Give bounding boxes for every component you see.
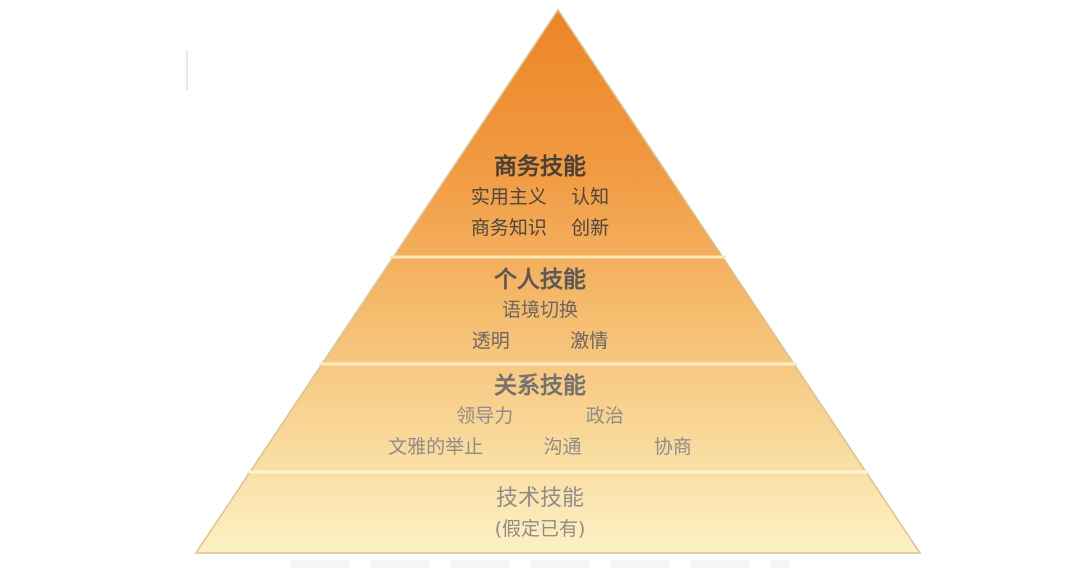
tier-item-line: 透明 激情	[471, 330, 609, 352]
edge-mark	[186, 50, 188, 90]
pyramid-body	[194, 8, 922, 554]
tier-technical-skills: 技术技能 (假定已有)	[0, 484, 1080, 545]
tier-relationship-skills: 关系技能 领导力 政治 文雅的举止 沟通 协商	[0, 371, 1080, 463]
tier-item-line: 实用主义 认知	[470, 186, 610, 208]
tier-title: 技术技能	[495, 486, 584, 511]
tier-item-line: 领导力 政治	[456, 405, 624, 427]
tier-title: 关系技能	[494, 373, 586, 399]
tier-personal-skills: 个人技能 语境切换 透明 激情	[0, 265, 1080, 357]
tier-note: (假定已有)	[494, 518, 586, 540]
tier-item-line: 语境切换	[501, 299, 578, 321]
tier-item-line: 商务知识 创新	[470, 217, 610, 239]
tier-business-skills: 商务技能 实用主义 认知 商务知识 创新	[0, 152, 1080, 244]
tier-title: 商务技能	[494, 154, 586, 180]
tier-item-line: 文雅的举止 沟通 协商	[388, 436, 692, 458]
tier-title: 个人技能	[494, 267, 586, 293]
cropped-caption	[290, 560, 790, 568]
